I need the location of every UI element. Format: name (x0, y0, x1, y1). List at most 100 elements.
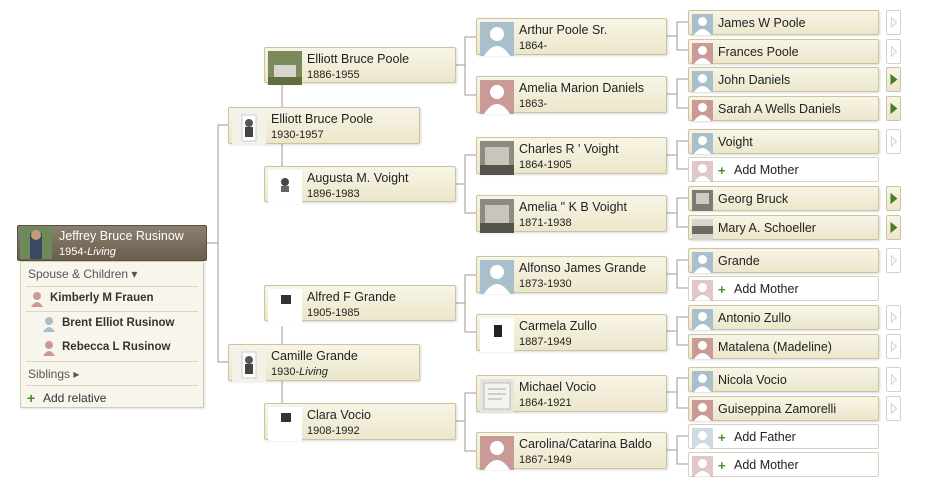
ancestor-card[interactable]: Arthur Poole Sr. 1864- (476, 18, 667, 56)
plus-icon: + (718, 163, 726, 178)
add-father-button[interactable]: + Add Father (688, 424, 879, 449)
maternal-grandmother-card[interactable]: Clara Vocio 1908-1992 (264, 403, 456, 441)
ancestor-card[interactable]: Michael Vocio 1864-1921 (476, 375, 667, 413)
expand-arrow-button[interactable] (886, 305, 901, 330)
person-name: Grande (718, 254, 760, 268)
person-dates: 1886-1955 (307, 69, 360, 81)
person-dates: 1930-Living (271, 366, 328, 378)
divider (26, 311, 198, 312)
ancestor-card[interactable]: Amelia " K B Voight 1871-1938 (476, 195, 667, 233)
expand-arrow-button[interactable] (886, 396, 901, 421)
female-silhouette-icon (692, 456, 713, 477)
expand-arrow-button[interactable] (886, 367, 901, 392)
plus-icon: + (718, 282, 726, 297)
person-name: Arthur Poole Sr. (519, 23, 608, 37)
root-person-card[interactable]: Jeffrey Bruce Rusinow 1954-Living (17, 225, 207, 261)
expand-arrow-button[interactable] (886, 215, 901, 240)
female-silhouette-icon (692, 161, 713, 182)
ancestor-card[interactable]: Matalena (Madeline) (688, 334, 879, 359)
person-name: Antonio Zullo (718, 311, 791, 325)
ancestor-card[interactable]: John Daniels (688, 67, 879, 92)
female-silhouette-icon (692, 100, 713, 121)
spouse-link[interactable]: Kimberly M Frauen (50, 292, 154, 304)
root-name: Jeffrey Bruce Rusinow (59, 229, 184, 243)
person-name: Alfred F Grande (307, 290, 396, 304)
expand-arrow-button[interactable] (886, 67, 901, 92)
siblings-toggle[interactable]: Siblings ▸ (28, 367, 80, 381)
ancestor-card[interactable]: James W Poole (688, 10, 879, 35)
expand-arrow-button[interactable] (886, 186, 901, 211)
person-name: Nicola Vocio (718, 373, 787, 387)
ancestor-card[interactable]: Voight (688, 129, 879, 154)
mother-card[interactable]: Camille Grande 1930-Living (228, 344, 420, 382)
person-name: Sarah A Wells Daniels (718, 102, 841, 116)
expand-arrow-button[interactable] (886, 10, 901, 35)
ancestor-card[interactable]: Frances Poole (688, 39, 879, 64)
male-silhouette-icon (692, 428, 713, 449)
ancestor-card[interactable]: Guiseppina Zamorelli (688, 396, 879, 421)
maternal-grandfather-card[interactable]: Alfred F Grande 1905-1985 (264, 285, 456, 323)
expand-arrow-button[interactable] (886, 129, 901, 154)
person-dates: 1864- (519, 40, 548, 52)
add-label: Add Father (734, 430, 796, 444)
father-card[interactable]: Elliott Bruce Poole 1930-1957 (228, 107, 420, 145)
person-name: Guiseppina Zamorelli (718, 402, 837, 416)
person-photo (232, 111, 266, 145)
person-dates: 1873-1930 (519, 278, 572, 290)
person-photo (480, 318, 514, 352)
plus-icon: + (718, 458, 726, 473)
male-person-icon (42, 316, 56, 332)
ancestor-card[interactable]: Georg Bruck (688, 186, 879, 211)
ancestor-card[interactable]: Grande (688, 248, 879, 273)
paternal-grandmother-card[interactable]: Augusta M. Voight 1896-1983 (264, 166, 456, 204)
person-dates: 1887-1949 (519, 336, 572, 348)
add-mother-button[interactable]: + Add Mother (688, 276, 879, 301)
male-silhouette-icon (692, 252, 713, 273)
person-name: Mary A. Schoeller (718, 221, 816, 235)
spouse-children-toggle[interactable]: Spouse & Children ▾ (28, 267, 138, 281)
add-mother-button[interactable]: + Add Mother (688, 157, 879, 182)
root-photo (20, 227, 52, 259)
ancestor-card[interactable]: Mary A. Schoeller (688, 215, 879, 240)
child-link[interactable]: Rebecca L Rusinow (62, 341, 171, 353)
add-mother-button[interactable]: + Add Mother (688, 452, 879, 477)
person-name: Voight (718, 135, 753, 149)
person-name: Alfonso James Grande (519, 261, 647, 275)
person-name: Amelia " K B Voight (519, 200, 627, 214)
ancestor-card[interactable]: Amelia Marion Daniels 1863- (476, 76, 667, 114)
female-silhouette-icon (692, 338, 713, 359)
male-silhouette-icon (480, 22, 514, 56)
ancestor-card[interactable]: Nicola Vocio (688, 367, 879, 392)
male-silhouette-icon (692, 133, 713, 154)
divider (26, 361, 198, 362)
expand-arrow-button[interactable] (886, 334, 901, 359)
ancestor-card[interactable]: Carolina/Catarina Baldo 1867-1949 (476, 432, 667, 470)
person-name: Camille Grande (271, 349, 358, 363)
ancestor-card[interactable]: Charles R ' Voight 1864-1905 (476, 137, 667, 175)
female-person-icon (42, 340, 56, 356)
add-relative-link[interactable]: Add relative (43, 391, 107, 405)
ancestor-card[interactable]: Antonio Zullo (688, 305, 879, 330)
person-dates: 1867-1949 (519, 454, 572, 466)
ancestor-card[interactable]: Sarah A Wells Daniels (688, 96, 879, 121)
person-dates: 1905-1985 (307, 307, 360, 319)
expand-arrow-button[interactable] (886, 248, 901, 273)
ancestor-card[interactable]: Alfonso James Grande 1873-1930 (476, 256, 667, 294)
child-link[interactable]: Brent Elliot Rusinow (62, 317, 175, 329)
root-dates: 1954-Living (59, 246, 116, 258)
male-silhouette-icon (692, 371, 713, 392)
person-name: Amelia Marion Daniels (519, 81, 645, 95)
expand-arrow-button[interactable] (886, 96, 901, 121)
male-silhouette-icon (692, 309, 713, 330)
expand-arrow-button[interactable] (886, 39, 901, 64)
person-photo (232, 348, 266, 382)
person-dates: 1863- (519, 98, 548, 110)
paternal-grandfather-card[interactable]: Elliott Bruce Poole 1886-1955 (264, 47, 456, 85)
add-label: Add Mother (734, 282, 799, 296)
ancestor-card[interactable]: Carmela Zullo 1887-1949 (476, 314, 667, 352)
add-label: Add Mother (734, 163, 799, 177)
person-name: John Daniels (718, 73, 791, 87)
person-photo (268, 289, 302, 323)
person-dates: 1864-1921 (519, 397, 572, 409)
